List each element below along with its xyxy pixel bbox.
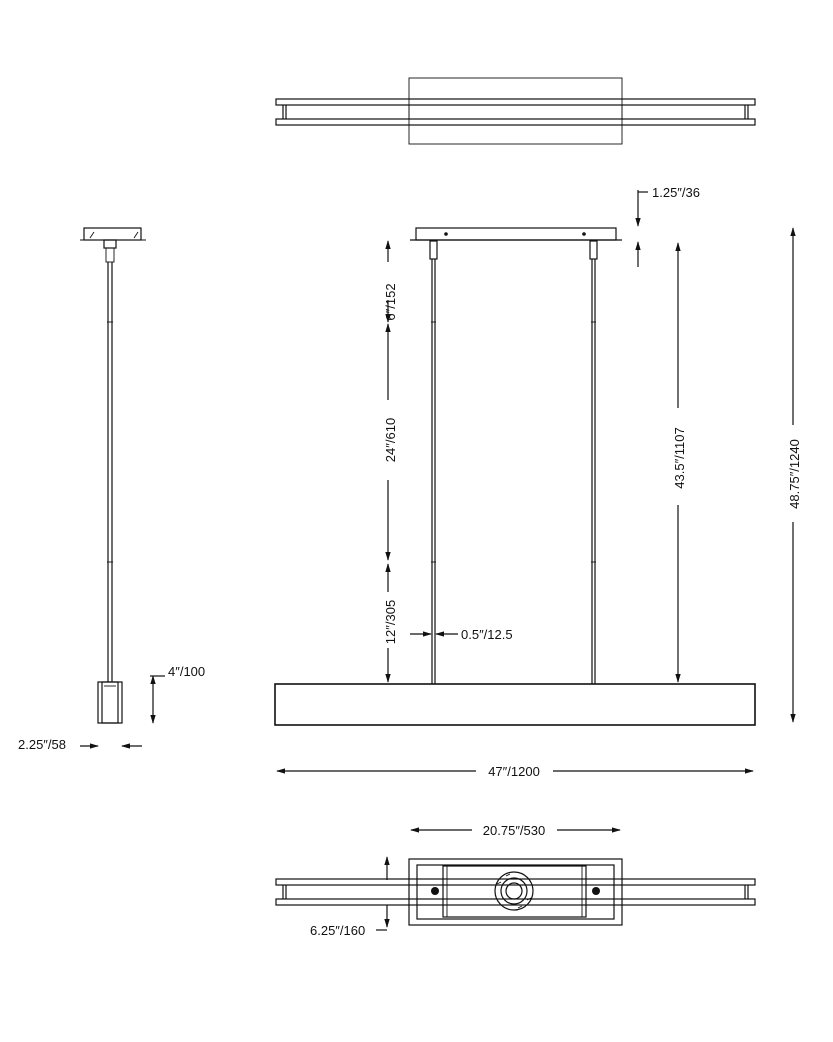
- dim-side-depth: 2.25″/58: [18, 737, 142, 752]
- dim-hang-height-label: 43.5″/1107: [672, 427, 687, 488]
- dim-canopy-height-label: 1.25″/36: [652, 185, 700, 200]
- dim-side-height-label: 4″/100: [168, 664, 205, 679]
- dim-lower-rod-label: 12″/305: [383, 600, 398, 644]
- dim-side-depth-label: 2.25″/58: [18, 737, 66, 752]
- front-view: [274, 227, 756, 726]
- dim-canopy-length-label: 20.75″/530: [483, 823, 545, 838]
- dim-cable-width-label: 0.5″/12.5: [461, 627, 513, 642]
- dim-canopy-length: 20.75″/530: [410, 823, 621, 838]
- dim-side-height: 4″/100: [150, 664, 205, 724]
- dim-upper-rod-label: 6″/152: [383, 283, 398, 320]
- dim-overall-height-label: 48.75″/1240: [787, 439, 802, 509]
- dim-canopy-depth-label: 6.25″/160: [310, 923, 365, 938]
- dim-overall-height: 48.75″/1240: [787, 227, 802, 723]
- dim-body-width: 47″/1200: [276, 764, 754, 779]
- dim-hang-height: 43.5″/1107: [672, 242, 687, 683]
- top-view: [275, 77, 756, 145]
- dim-cable-width: 0.5″/12.5: [410, 627, 513, 642]
- dim-canopy-height: 1.25″/36: [635, 185, 700, 267]
- bottom-view: [275, 858, 756, 926]
- dim-rod-segments: 6″/152 24″/610 12″/305: [383, 240, 398, 683]
- side-view: [80, 227, 146, 724]
- dim-body-width-label: 47″/1200: [488, 764, 540, 779]
- dim-middle-rod-label: 24″/610: [383, 418, 398, 462]
- dim-canopy-depth: 6.25″/160: [310, 856, 390, 938]
